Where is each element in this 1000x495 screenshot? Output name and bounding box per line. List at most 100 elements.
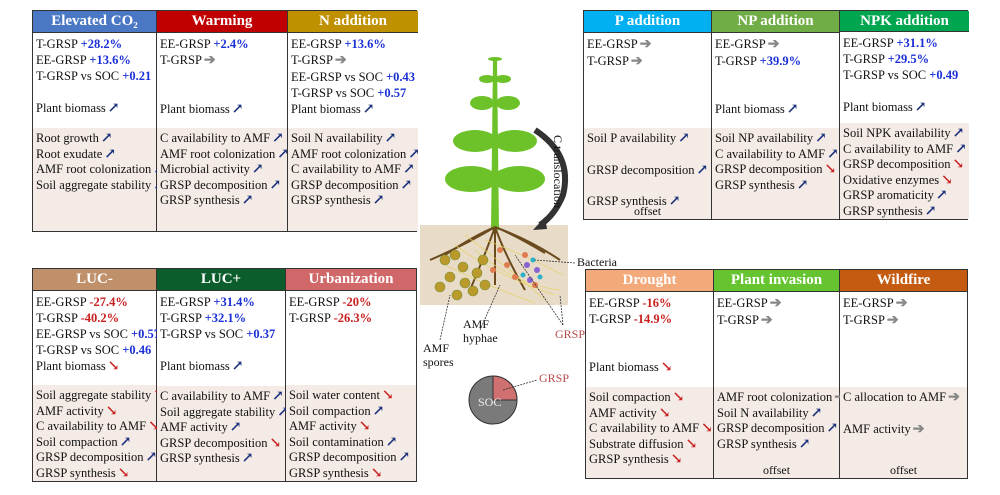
effect-label: Plant biomass — [36, 101, 106, 115]
spacer — [160, 85, 284, 101]
effect-row: Plant biomass↗ — [36, 100, 153, 117]
effect-row: EE-GRSP +13.6% — [291, 36, 415, 52]
effect-label: Root growth — [36, 131, 99, 145]
effect-label: Plant biomass — [160, 359, 230, 373]
effect-label: T-GRSP — [589, 312, 631, 326]
effect-row: T-GRSP➔ — [717, 312, 836, 329]
effect-label: AMF activity — [843, 421, 911, 436]
spacer — [715, 69, 836, 85]
effect-label: EE-GRSP — [717, 296, 768, 310]
effect-label: EE-GRSP — [289, 294, 340, 309]
effect-label: T-GRSP — [843, 52, 885, 67]
effect-label: T-GRSP vs SOC — [36, 69, 120, 83]
effect-label: GRSP synthesis — [289, 465, 369, 480]
panel-title: LUC+ — [157, 269, 285, 291]
increase-arrow-icon: ↗ — [241, 193, 254, 208]
effect-row: GRSP decomposition↘ — [715, 162, 836, 178]
effect-row: Soil NPK availability↗ — [843, 126, 966, 142]
effect-row: Soil N availability↗ — [291, 131, 415, 147]
increase-arrow-icon: ↗ — [815, 131, 827, 146]
effect-row: AMF root colonization➔ — [717, 390, 846, 406]
panel-title: Wildfire — [840, 270, 967, 292]
effect-value: +39.9% — [759, 54, 802, 68]
effect-row: EE-GRSP +13.6% — [36, 52, 153, 68]
no-change-arrow-icon: ➔ — [767, 37, 780, 52]
decrease-arrow-icon: ↘ — [941, 172, 953, 188]
no-change-arrow-icon: ➔ — [895, 296, 908, 311]
effect-label: T-GRSP — [36, 37, 78, 51]
effect-row: EE-GRSP➔ — [587, 36, 708, 53]
effect-row: GRSP synthesis↗ — [160, 193, 284, 209]
effect-label: GRSP synthesis — [36, 465, 116, 480]
amf-hyphae-label-line1: AMF — [463, 317, 490, 331]
amf-spores-label-line2: spores — [423, 355, 454, 369]
effect-label: C availability to AMF — [36, 419, 147, 433]
spacer — [289, 358, 413, 374]
effect-row: EE-GRSP -27.4% — [36, 294, 153, 310]
effect-row: Plant biomass↘ — [589, 359, 710, 376]
effect-row: AMF root colonization↗ — [291, 147, 420, 163]
mechanisms-section: Soil water content↘Soil compaction↗AMF a… — [286, 385, 416, 481]
no-change-arrow-icon: ➔ — [203, 53, 216, 68]
effect-row: GRSP synthesis↘ — [289, 466, 413, 482]
increase-arrow-icon: ↗ — [272, 389, 284, 404]
effect-value: +0.49 — [929, 68, 959, 83]
effect-label: AMF activity — [160, 420, 228, 434]
spacer — [843, 406, 964, 422]
spacer — [587, 147, 708, 163]
increase-arrow-icon: ↗ — [231, 359, 244, 374]
effect-value: -16% — [642, 296, 672, 310]
no-change-arrow-icon: ➔ — [886, 313, 899, 328]
offset-label: offset — [762, 462, 791, 477]
effect-row: Plant biomass↗ — [160, 101, 284, 118]
decrease-arrow-icon: ↘ — [117, 465, 130, 481]
effect-label: EE-GRSP — [36, 53, 87, 67]
effect-value: +0.21 — [122, 69, 152, 83]
effect-row: Soil water content↘ — [289, 388, 413, 404]
mechanisms-section: Soil P availability↗GRSP decomposition↗G… — [584, 128, 711, 219]
effect-label: Soil NP availability — [715, 131, 814, 145]
effect-label: EE-GRSP — [589, 296, 640, 310]
increase-arrow-icon: ↗ — [952, 126, 965, 141]
effect-row: C availability to AMF↗ — [160, 389, 284, 405]
effect-row: Plant biomass↗ — [843, 99, 966, 116]
increase-arrow-icon: ↗ — [408, 146, 420, 162]
panel-title: NP addition — [712, 11, 839, 33]
effect-label: EE-GRSP — [36, 294, 87, 309]
spacer — [587, 178, 708, 194]
effect-label: EE-GRSP — [715, 37, 766, 51]
effect-label: Soil aggregate stability — [160, 404, 276, 419]
plant-illustration — [420, 57, 576, 425]
effect-label: GRSP synthesis — [587, 194, 667, 208]
spacer — [717, 345, 836, 361]
decrease-arrow-icon: ↘ — [269, 435, 282, 451]
effect-label: AMF activity — [289, 419, 357, 433]
effect-label: GRSP synthesis — [843, 203, 923, 218]
increase-arrow-icon: ↗ — [372, 193, 385, 208]
effect-row: EE-GRSP➔ — [717, 295, 836, 312]
grsp-label: GRSP — [555, 327, 586, 341]
effect-row: GRSP synthesis↗ — [291, 193, 415, 209]
effect-row: C availability to AMF↘ — [589, 421, 713, 437]
effect-label: C availability to AMF — [160, 131, 271, 145]
increase-arrow-icon: ↗ — [668, 194, 681, 209]
mechanisms-section: Soil N availability↗AMF root colonizatio… — [288, 128, 420, 231]
effect-row: GRSP decomposition↘ — [843, 157, 966, 173]
effect-label: Oxidative enzymes — [843, 172, 940, 187]
effect-value: +13.6% — [344, 37, 386, 51]
panel-title: N addition — [288, 11, 418, 33]
effect-label: Plant biomass — [715, 102, 785, 116]
increase-arrow-icon: ↗ — [107, 101, 120, 116]
effect-value: +0.43 — [386, 70, 416, 84]
effect-row: T-GRSP -26.3% — [289, 310, 413, 326]
increase-arrow-icon: ↗ — [810, 405, 823, 421]
effect-value: +32.1% — [204, 311, 247, 325]
effect-label: T-GRSP — [289, 310, 331, 325]
increase-arrow-icon: ↗ — [251, 162, 264, 177]
grsp-effects-section: T-GRSP +28.2%EE-GRSP +13.6%T-GRSP vs SOC… — [33, 33, 156, 128]
effect-row: GRSP decomposition↘ — [160, 436, 282, 452]
effect-row: C availability to AMF↗ — [160, 131, 284, 147]
